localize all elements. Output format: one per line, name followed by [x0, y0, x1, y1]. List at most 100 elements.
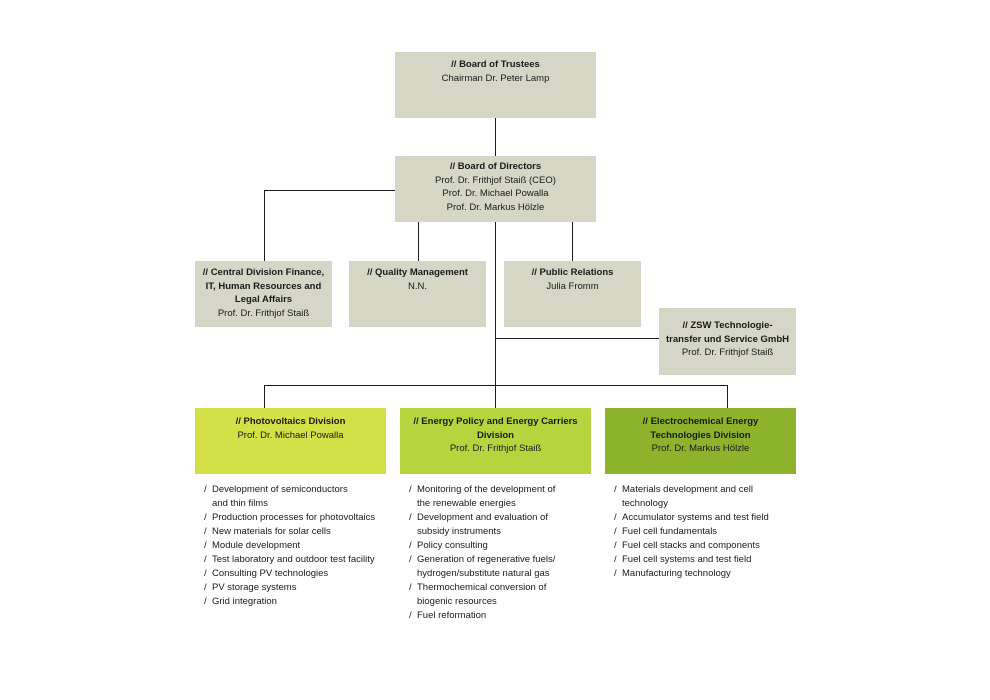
- task-marker: /: [204, 568, 207, 579]
- task-item: / Consulting PV technologies: [204, 567, 389, 581]
- task-item: / Fuel cell fundamentals: [614, 525, 799, 539]
- task-marker: /: [409, 554, 412, 565]
- connector-public-relations: [572, 222, 573, 261]
- central-division-title: // Central Division Finance, IT, Human R…: [202, 267, 325, 305]
- task-item: / PV storage systems: [204, 581, 389, 595]
- connector-zsw-gmbh: [495, 338, 659, 339]
- board-of-trustees-box: // Board of Trustees Chairman Dr. Peter …: [395, 52, 596, 118]
- central-division-head: Prof. Dr. Frithjof Staiß: [217, 307, 310, 319]
- task-text: Module development: [212, 540, 301, 551]
- photovoltaics-division-box: // Photovoltaics Division Prof. Dr. Mich…: [195, 408, 386, 474]
- connector-trustees-directors: [495, 118, 496, 156]
- board-of-trustees-title: // Board of Trustees: [451, 59, 540, 70]
- task-item: / New materials for solar cells: [204, 525, 389, 539]
- task-text: Accumulator systems and test field: [622, 512, 769, 523]
- task-item: / Monitoring of the development of the re…: [409, 483, 594, 511]
- task-marker: /: [204, 554, 207, 565]
- task-marker: /: [204, 582, 207, 593]
- board-of-directors-members: Prof. Dr. Frithjof Staiß (CEO) Prof. Dr.…: [435, 174, 556, 213]
- connector-central-trunk: [495, 222, 496, 386]
- energy-policy-division-title: // Energy Policy and Energy Carriers Div…: [413, 416, 578, 441]
- electrochemical-division-head: Prof. Dr. Markus Hölzle: [651, 443, 750, 454]
- quality-management-title: // Quality Management: [367, 267, 468, 278]
- connector-quality-management: [418, 222, 419, 261]
- task-text: Manufacturing technology: [622, 568, 731, 579]
- task-item: / Test laboratory and outdoor test facili…: [204, 553, 389, 567]
- quality-management-box: // Quality Management N.N.: [349, 261, 486, 327]
- task-marker: /: [204, 596, 207, 607]
- task-marker: /: [614, 554, 617, 565]
- task-item: / Accumulator systems and test field: [614, 511, 799, 525]
- photovoltaics-task-list: / Development of semiconductors and thin …: [204, 483, 389, 609]
- zsw-gmbh-title: // ZSW Technologie- transfer und Service…: [665, 320, 789, 345]
- connector-electrochemical: [727, 385, 728, 408]
- task-marker: /: [204, 484, 207, 495]
- task-text: Fuel reformation: [417, 610, 487, 621]
- task-marker: /: [614, 512, 617, 523]
- energy-policy-task-list: / Monitoring of the development of the re…: [409, 483, 594, 623]
- public-relations-title: // Public Relations: [531, 267, 614, 278]
- task-marker: /: [204, 512, 207, 523]
- task-marker: /: [614, 568, 617, 579]
- task-text: Materials development and cell technolog…: [622, 484, 753, 509]
- task-marker: /: [409, 540, 412, 551]
- task-item: / Production processes for photovoltaics: [204, 511, 389, 525]
- task-item: / Manufacturing technology: [614, 567, 799, 581]
- electrochemical-division-box: // Electrochemical Energy Technologies D…: [605, 408, 796, 474]
- energy-policy-division-head: Prof. Dr. Frithjof Staiß: [449, 443, 542, 454]
- task-item: / Thermochemical conversion of biogenic r…: [409, 581, 594, 609]
- connector-central-division: [264, 190, 265, 261]
- task-item: / Policy consulting: [409, 539, 594, 553]
- task-item: / Development and evaluation of subsidy i…: [409, 511, 594, 539]
- task-item: / Fuel cell stacks and components: [614, 539, 799, 553]
- board-of-directors-box: // Board of Directors Prof. Dr. Frithjof…: [395, 156, 596, 222]
- energy-policy-division-box: // Energy Policy and Energy Carriers Div…: [400, 408, 591, 474]
- task-text: Development and evaluation of subsidy in…: [417, 512, 548, 537]
- task-item: / Materials development and cell technolo…: [614, 483, 799, 511]
- task-marker: /: [409, 512, 412, 523]
- task-item: / Fuel cell systems and test field: [614, 553, 799, 567]
- task-text: New materials for solar cells: [212, 526, 331, 537]
- task-text: Fuel cell systems and test field: [622, 554, 752, 565]
- task-item: / Grid integration: [204, 595, 389, 609]
- task-text: Test laboratory and outdoor test facilit…: [212, 554, 375, 565]
- task-text: Production processes for photovoltaics: [212, 512, 376, 523]
- task-text: Fuel cell fundamentals: [622, 526, 718, 537]
- zsw-gmbh-head: Prof. Dr. Frithjof Staiß: [681, 347, 774, 358]
- zsw-gmbh-box: // ZSW Technologie- transfer und Service…: [659, 308, 796, 375]
- task-marker: /: [409, 582, 412, 593]
- task-text: Consulting PV technologies: [212, 568, 329, 579]
- task-marker: /: [614, 526, 617, 537]
- task-item: / Module development: [204, 539, 389, 553]
- board-of-trustees-chairman: Chairman Dr. Peter Lamp: [441, 72, 550, 84]
- task-item: / Development of semiconductors and thin …: [204, 483, 389, 511]
- connector-energy-policy: [495, 385, 496, 408]
- task-text: Generation of regenerative fuels/ hydrog…: [417, 554, 556, 579]
- task-marker: /: [409, 484, 412, 495]
- task-marker: /: [204, 526, 207, 537]
- central-division-box: // Central Division Finance, IT, Human R…: [195, 261, 332, 327]
- task-text: Fuel cell stacks and components: [622, 540, 760, 551]
- board-of-directors-title: // Board of Directors: [449, 161, 542, 172]
- task-text: Policy consulting: [417, 540, 488, 551]
- public-relations-head: Julia Fromm: [546, 280, 599, 292]
- task-marker: /: [409, 610, 412, 621]
- task-text: Thermochemical conversion of biogenic re…: [417, 582, 547, 607]
- task-marker: /: [614, 540, 617, 551]
- task-text: Monitoring of the development of the ren…: [417, 484, 556, 509]
- electrochemical-task-list: / Materials development and cell technolo…: [614, 483, 799, 581]
- quality-management-head: N.N.: [408, 280, 427, 292]
- task-item: / Fuel reformation: [409, 609, 594, 623]
- electrochemical-division-title: // Electrochemical Energy Technologies D…: [642, 416, 759, 441]
- task-text: Grid integration: [212, 596, 277, 607]
- task-text: Development of semiconductors and thin f…: [212, 484, 348, 509]
- task-marker: /: [204, 540, 207, 551]
- photovoltaics-division-title: // Photovoltaics Division: [235, 416, 346, 427]
- connector-staff-horizontal: [264, 190, 396, 191]
- photovoltaics-division-head: Prof. Dr. Michael Powalla: [237, 429, 344, 441]
- task-text: PV storage systems: [212, 582, 297, 593]
- connector-photovoltaics: [264, 385, 265, 408]
- task-marker: /: [614, 484, 617, 495]
- public-relations-box: // Public Relations Julia Fromm: [504, 261, 641, 327]
- task-item: / Generation of regenerative fuels/ hydro…: [409, 553, 594, 581]
